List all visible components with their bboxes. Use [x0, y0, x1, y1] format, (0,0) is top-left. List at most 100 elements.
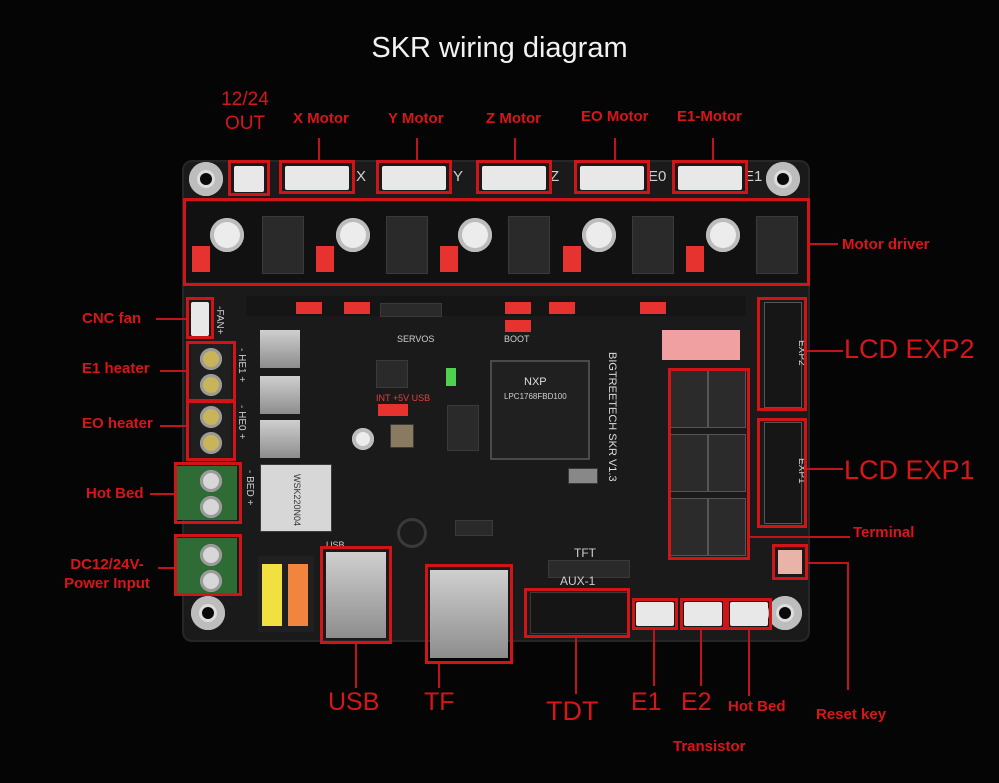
- reset-button[interactable]: [778, 550, 802, 574]
- boot-jumper: [505, 320, 531, 332]
- lcd-exp2-header: [764, 302, 802, 408]
- silk-z: Z: [550, 168, 560, 185]
- box-power-input: [174, 534, 242, 596]
- label-power-input-line1: DC12/24V-: [70, 556, 144, 573]
- label-transistor: Transistor: [673, 738, 746, 755]
- electrolytic-capacitor: [397, 518, 427, 548]
- box-tf: [425, 564, 513, 664]
- leader-e1-heater: [160, 370, 186, 372]
- tft-header: [548, 560, 630, 578]
- endstop-jumpers: [662, 330, 740, 360]
- box-out: [228, 160, 270, 196]
- label-usb: USB: [328, 688, 380, 716]
- silk-fan: -FAN+: [214, 306, 225, 335]
- uart-jumper-e1: [640, 302, 666, 314]
- leader-reset-h: [808, 562, 848, 564]
- box-z-motor: [476, 160, 552, 194]
- mosfet-fan: [260, 420, 300, 458]
- leader-y-motor: [416, 138, 418, 160]
- silk-mcu-text: LPC1768FBD100: [504, 392, 567, 401]
- x-motor-connector: [285, 166, 349, 190]
- endstop-x-max: [708, 370, 746, 428]
- driver-jumper-y: [316, 246, 334, 272]
- silk-int5v: INT +5V USB: [376, 393, 431, 403]
- box-e1-heater: [186, 341, 236, 403]
- endstop-z-min: [670, 498, 708, 556]
- driver-headers-z: [508, 216, 550, 274]
- capacitor-e1: [706, 218, 740, 252]
- capacitor-y: [336, 218, 370, 252]
- silk-mosfet: WSK220N04: [292, 474, 302, 527]
- endstop-z-max: [708, 498, 746, 556]
- silk-boot: BOOT: [504, 334, 530, 344]
- box-hot-bed: [174, 462, 242, 524]
- screw: [200, 374, 222, 396]
- uart-jumper-y: [344, 302, 370, 314]
- box-motor-driver: [183, 198, 810, 286]
- silk-e1: E1: [744, 168, 763, 185]
- box-reset: [772, 544, 808, 580]
- label-cnc-fan: CNC fan: [82, 310, 142, 327]
- box-lcd-exp1: [757, 418, 807, 528]
- box-e1-motor: [672, 160, 748, 194]
- screw: [200, 406, 222, 428]
- e2-transistor-connector: [684, 602, 722, 626]
- box-y-motor: [376, 160, 452, 194]
- label-z-motor: Z Motor: [486, 110, 541, 127]
- cnc-fan-connector: [191, 302, 209, 336]
- leader-e0-heater: [160, 425, 186, 427]
- leader-motor-driver: [810, 243, 838, 245]
- driver-headers-e1: [756, 216, 798, 274]
- mounting-hole-bottom-right: [768, 596, 802, 630]
- label-e0-motor: EO Motor: [581, 108, 649, 125]
- label-x-motor: X Motor: [293, 110, 349, 127]
- box-e2: [680, 598, 726, 630]
- silk-x: X: [356, 168, 367, 185]
- driver-headers-x: [262, 216, 304, 274]
- label-out-line1: 12/24: [221, 89, 269, 110]
- box-e0-heater: [186, 399, 236, 461]
- leader-terminal: [750, 536, 850, 538]
- silk-usb: USB: [326, 540, 345, 550]
- leader-power-input: [158, 567, 174, 569]
- label-tf: TF: [424, 688, 455, 716]
- leader-x-motor: [318, 138, 320, 160]
- box-lcd-exp2: [757, 297, 807, 411]
- label-e1: E1: [631, 688, 662, 716]
- label-power-input: DC12/24V- Power Input: [54, 555, 160, 593]
- silk-servos: SERVOS: [397, 334, 435, 344]
- label-reset-key: Reset key: [816, 706, 887, 723]
- mosfet-bed: [260, 464, 332, 532]
- screw: [200, 544, 222, 566]
- box-cnc-fan: [186, 297, 214, 339]
- label-power-input-line2: Power Input: [64, 575, 150, 592]
- label-y-motor: Y Motor: [388, 110, 444, 127]
- mosfet-he1: [260, 330, 300, 368]
- label-hot-bed-bottom: Hot Bed: [728, 698, 786, 715]
- servos-header: [380, 303, 442, 317]
- screw: [200, 432, 222, 454]
- mcu-chip: [490, 360, 590, 460]
- voltage-regulator-chip: [376, 360, 408, 388]
- label-hot-bed: Hot Bed: [86, 485, 144, 502]
- box-e0-motor: [574, 160, 650, 194]
- box-e1: [632, 598, 678, 630]
- y-motor-connector: [382, 166, 446, 190]
- silk-nxp: NXP: [524, 376, 547, 388]
- label-terminal: Terminal: [853, 524, 915, 541]
- label-lcd-exp2: LCD EXP2: [844, 334, 975, 364]
- fuse-yellow: [262, 564, 282, 626]
- label-e1-motor: E1-Motor: [677, 108, 742, 125]
- leader-hot-bed: [150, 493, 174, 495]
- box-usb: [320, 546, 392, 644]
- box-x-motor: [279, 160, 355, 194]
- leader-z-motor: [514, 138, 516, 160]
- e1-transistor-connector: [636, 602, 674, 626]
- uart-jumper-x: [296, 302, 322, 314]
- box-endstops: [668, 368, 750, 560]
- driver-headers-y: [386, 216, 428, 274]
- screw: [200, 348, 222, 370]
- label-tdt: TDT: [546, 696, 599, 726]
- leader-e2: [700, 630, 702, 686]
- silk-y: Y: [453, 168, 464, 185]
